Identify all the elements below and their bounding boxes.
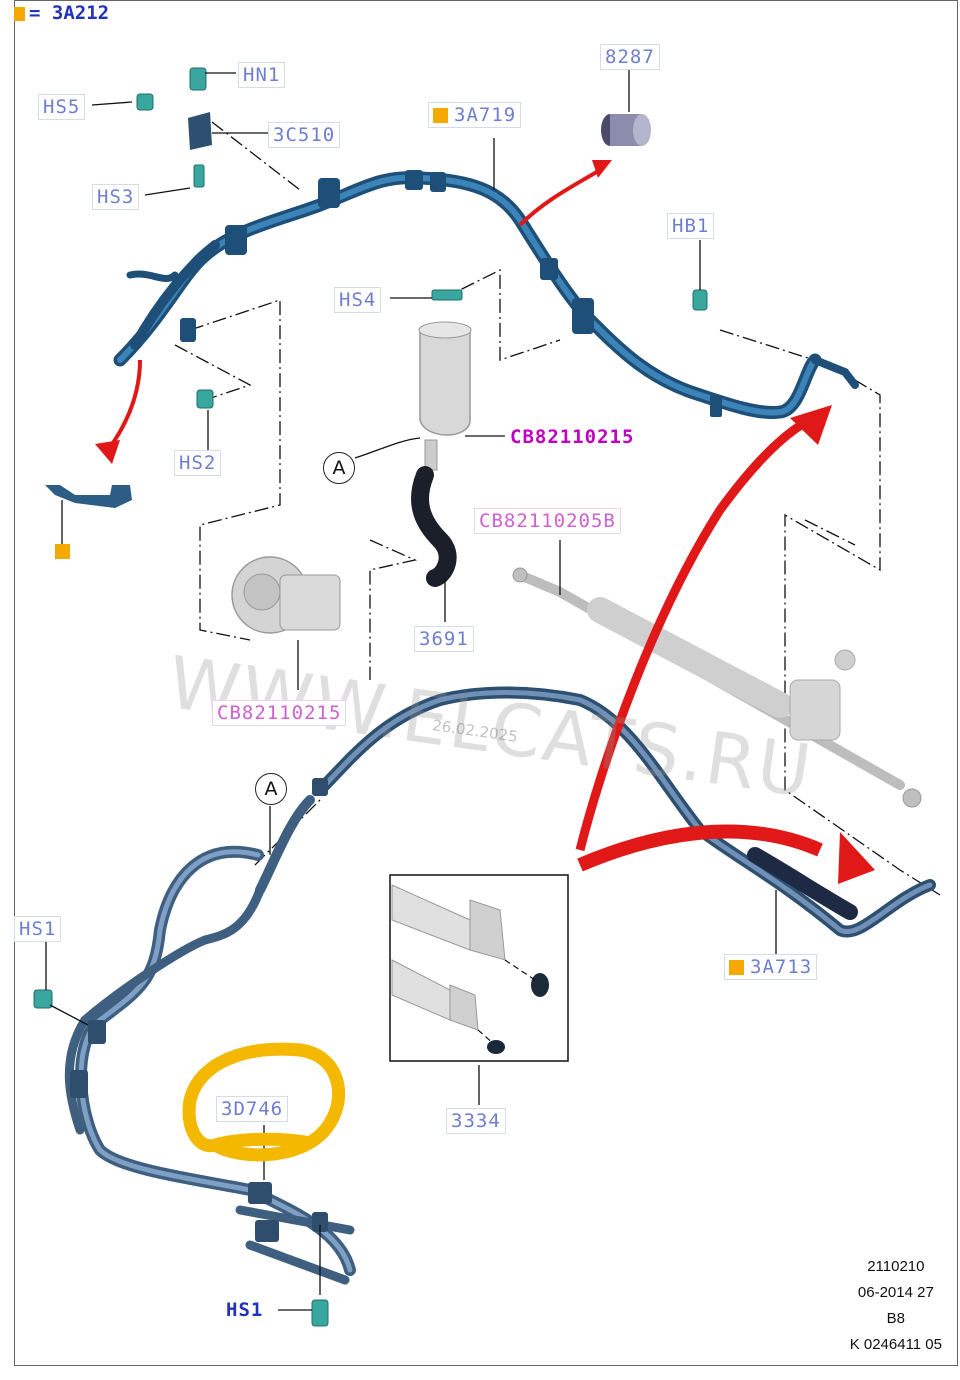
part-label-hs2[interactable]: HS2 [174, 450, 222, 476]
part-label-8287[interactable]: 8287 [600, 44, 660, 70]
callout-a-top: A [323, 452, 355, 484]
part-label-hs5[interactable]: HS5 [38, 94, 86, 120]
part-label-3a713[interactable]: 3A713 [724, 954, 818, 980]
orange-marker-icon [729, 960, 744, 975]
part-label-hs1-bottom[interactable]: HS1 [226, 1299, 264, 1321]
return-hose-3691 [411, 466, 457, 587]
part-label-hn1[interactable]: HN1 [238, 62, 286, 88]
part-label-3c510[interactable]: 3C510 [268, 122, 341, 148]
leader-lines [45, 70, 777, 1311]
part-label-hs4[interactable]: HS4 [334, 287, 382, 313]
part-label-cb82110215[interactable]: CB82110215 [510, 426, 635, 448]
info-line-3: B8 [886, 1310, 906, 1327]
upper-hose [113, 171, 859, 420]
red-arrows [95, 160, 875, 884]
part-label-cb82110205b[interactable]: CB82110205B [474, 508, 621, 534]
orange-marker-icon [433, 108, 448, 123]
filter-part [601, 114, 651, 146]
part-label-3a719[interactable]: 3A719 [428, 102, 522, 128]
info-line-1: 2110210 [867, 1258, 925, 1275]
part-label-hs3[interactable]: HS3 [92, 184, 140, 210]
orange-marker-icon [55, 544, 70, 559]
part-label-3334[interactable]: 3334 [446, 1108, 506, 1134]
assembly-code: 3A212 [51, 2, 110, 24]
info-line-4: K 0246411 05 [849, 1336, 942, 1353]
diagram-code: = 3A212 [14, 2, 109, 24]
hose-clamps [180, 170, 722, 417]
part-label-cb82110215-pump[interactable]: CB82110215 [212, 700, 347, 726]
reservoir [418, 321, 472, 471]
fasteners [33, 67, 708, 1327]
part-label-3691[interactable]: 3691 [414, 626, 474, 652]
highlight-circle [182, 1042, 346, 1162]
lower-clamps [70, 778, 328, 1242]
drawing-info: 2110210 06-2014 27 B8 K 0246411 05 [850, 1254, 942, 1358]
info-line-2: 06-2014 27 [857, 1284, 934, 1301]
orange-marker-icon [14, 7, 25, 21]
part-label-3d746[interactable]: 3D746 [216, 1096, 289, 1122]
bracket-3c510 [188, 112, 212, 150]
equals-sign: = [29, 2, 52, 24]
bracket-part [45, 485, 132, 508]
part-label-hb1[interactable]: HB1 [667, 213, 715, 239]
inset-detail [389, 874, 569, 1062]
callout-a-bottom: A [255, 773, 287, 805]
diagram-frame [14, 0, 958, 1366]
part-label-hs1-top[interactable]: HS1 [14, 916, 62, 942]
pump [231, 556, 341, 634]
